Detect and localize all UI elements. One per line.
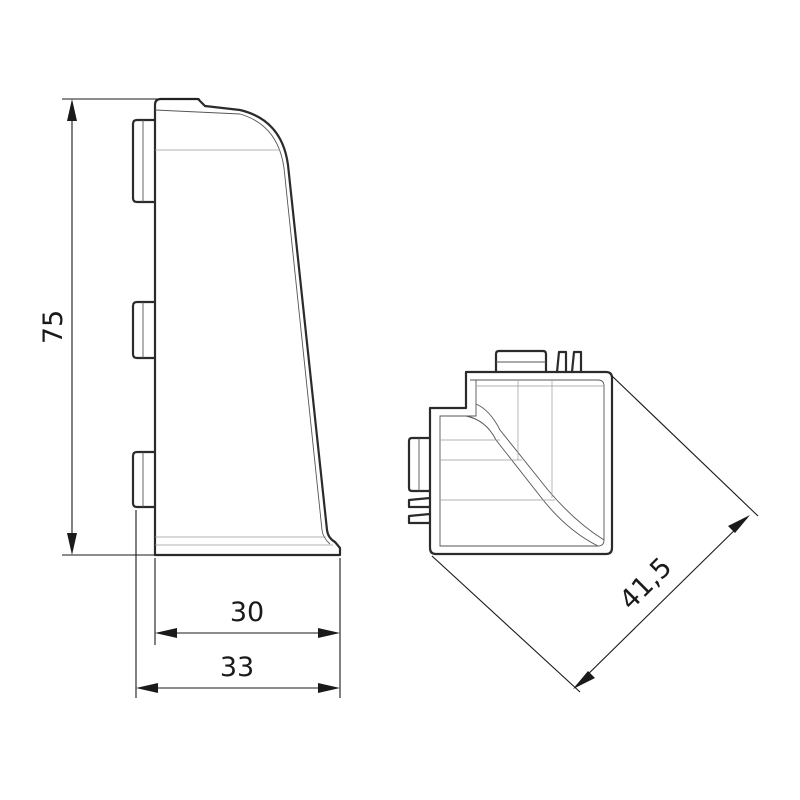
- isometric-view: [407, 349, 614, 556]
- dimension-lines: [62, 98, 759, 698]
- height-arrow-bottom: [67, 533, 77, 555]
- isometric-diagonal-face: [475, 403, 605, 541]
- inner-width-arrow-right: [318, 628, 340, 638]
- mounting-lug-bottom: [131, 450, 157, 509]
- outer-width-arrow-left: [136, 683, 158, 693]
- diagonal-extension-lines: [431, 375, 759, 693]
- isometric-diagonal-face-2: [465, 415, 599, 547]
- diagonal-dimension-label: 41,5: [614, 552, 678, 616]
- diagonal-arrow-bottom: [573, 671, 595, 689]
- outer-width-arrow-right: [318, 683, 340, 693]
- side-view-outline: [153, 97, 342, 557]
- top-clip-tabs: [494, 349, 583, 374]
- height-dimension-label: 75: [38, 310, 69, 344]
- inner-width-dimension-label: 30: [230, 597, 264, 628]
- isometric-inner-edge: [439, 379, 605, 547]
- outer-width-dimension-label: 33: [220, 652, 254, 683]
- isometric-body-outline: [428, 370, 614, 556]
- inner-width-arrow-left: [155, 628, 177, 638]
- diagonal-arrow-top: [728, 515, 750, 533]
- height-extension-lines: [62, 98, 200, 556]
- width-extension-lines: [135, 510, 341, 698]
- diagonal-dimension-line: [575, 517, 748, 687]
- mounting-lug-top: [131, 118, 157, 204]
- isometric-guide-lines: [440, 380, 604, 501]
- height-arrow-top: [67, 99, 77, 121]
- mounting-lug-middle: [131, 300, 157, 360]
- side-clip-tabs: [407, 436, 432, 525]
- side-view-inner-line: [154, 109, 331, 545]
- side-view: [131, 97, 342, 557]
